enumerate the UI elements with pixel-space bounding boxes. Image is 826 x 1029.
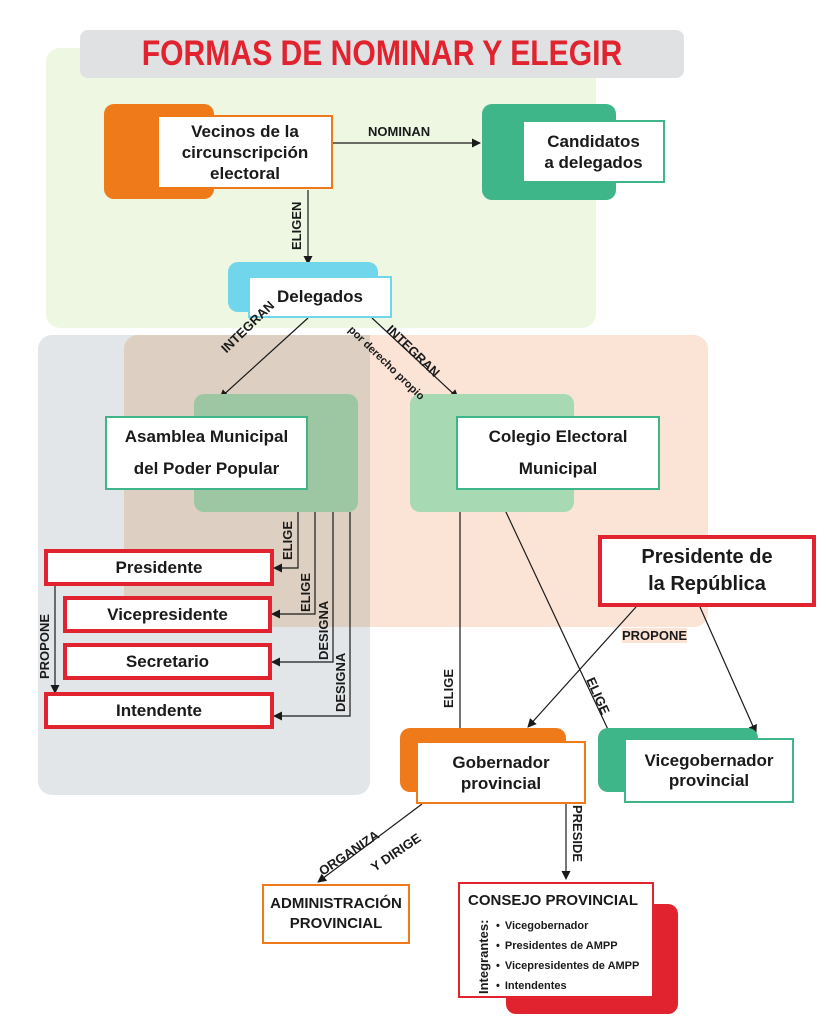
nominan-label: NOMINAN <box>368 124 431 139</box>
list-item: Presidentes de AMPP <box>496 936 639 956</box>
designa-secretario-label: DESIGNA <box>316 600 331 660</box>
administracion-node: ADMINISTRACIÓN PROVINCIAL <box>262 884 410 944</box>
candidatos-node: Candidatos a delegados <box>522 120 665 183</box>
vicepresidente-label: Vicepresidente <box>107 604 228 624</box>
presidente-republica-label: Presidente de la República <box>641 546 773 595</box>
propone-right-label: PROPONE <box>622 628 688 643</box>
edge-elige-presidente <box>273 512 299 573</box>
edge-designa-intendente <box>273 512 351 721</box>
list-item: Vicepresidentes de AMPP <box>496 956 640 976</box>
presidente-node: Presidente <box>44 549 274 586</box>
page-title: FORMAS DE NOMINAR Y ELEGIR <box>141 34 623 73</box>
edge-designa-secretario <box>271 512 334 667</box>
vecinos-node: Vecinos de la circunscripción electoral <box>157 115 333 189</box>
edge-integran-left <box>219 317 309 399</box>
propone-left-label: PROPONE <box>37 613 52 679</box>
vicegobernador-label: Vicegobernador provincial <box>644 750 774 790</box>
intendente-node: Intendente <box>44 692 274 729</box>
administracion-label: ADMINISTRACIÓN PROVINCIAL <box>270 895 402 932</box>
elige-vicepresidente-label: ELIGE <box>298 572 313 612</box>
title-bar <box>80 30 684 78</box>
presidente-label: Presidente <box>115 557 203 577</box>
asamblea-node: Asamblea Municipal del Poder Popular <box>105 416 308 490</box>
delegados-node: Delegados <box>248 276 392 318</box>
consejo-title: CONSEJO PROVINCIAL <box>468 892 639 909</box>
colegio-label: Colegio Electoral Municipal <box>488 427 628 478</box>
designa-intendente-label: DESIGNA <box>333 652 348 712</box>
intendente-label: Intendente <box>116 700 202 720</box>
elige-gobernador-label: ELIGE <box>441 668 456 708</box>
secretario-node: Secretario <box>63 643 272 680</box>
elige-presidente-label: ELIGE <box>280 520 295 560</box>
colegio-node: Colegio Electoral Municipal <box>456 416 660 490</box>
list-item: Vicegobernador <box>496 916 639 936</box>
edge-elige-vicegobernador <box>504 509 613 739</box>
candidatos-label: Candidatos a delegados <box>544 131 643 172</box>
secretario-label: Secretario <box>125 651 210 671</box>
vicegobernador-node: Vicegobernador provincial <box>624 738 794 803</box>
preside-label: PRESIDE <box>570 805 585 863</box>
edge-integran-right <box>371 317 459 399</box>
gobernador-node: Gobernador provincial <box>416 741 586 804</box>
eligen-label: ELIGEN <box>289 201 304 250</box>
edge-propone-gobernador <box>527 606 637 728</box>
delegados-label: Delegados <box>277 287 363 306</box>
vicepresidente-node: Vicepresidente <box>63 596 272 633</box>
consejo-node: CONSEJO PROVINCIAL Integrantes: Vicegobe… <box>458 882 654 998</box>
edge-propone-vicegobernador <box>699 606 757 734</box>
asamblea-label: Asamblea Municipal del Poder Popular <box>124 427 289 478</box>
vecinos-label: Vecinos de la circunscripción electoral <box>181 121 309 183</box>
gobernador-label: Gobernador provincial <box>452 752 550 793</box>
edge-elige-vicepresidente <box>271 512 316 619</box>
presidente-republica-node: Presidente de la República <box>598 535 816 607</box>
edge-organiza <box>317 803 423 883</box>
list-item: Intendentes <box>496 976 639 996</box>
consejo-integrantes-label: Integrantes: <box>476 919 491 994</box>
consejo-members-list: Vicegobernador Presidentes de AMPP Vicep… <box>496 916 640 996</box>
